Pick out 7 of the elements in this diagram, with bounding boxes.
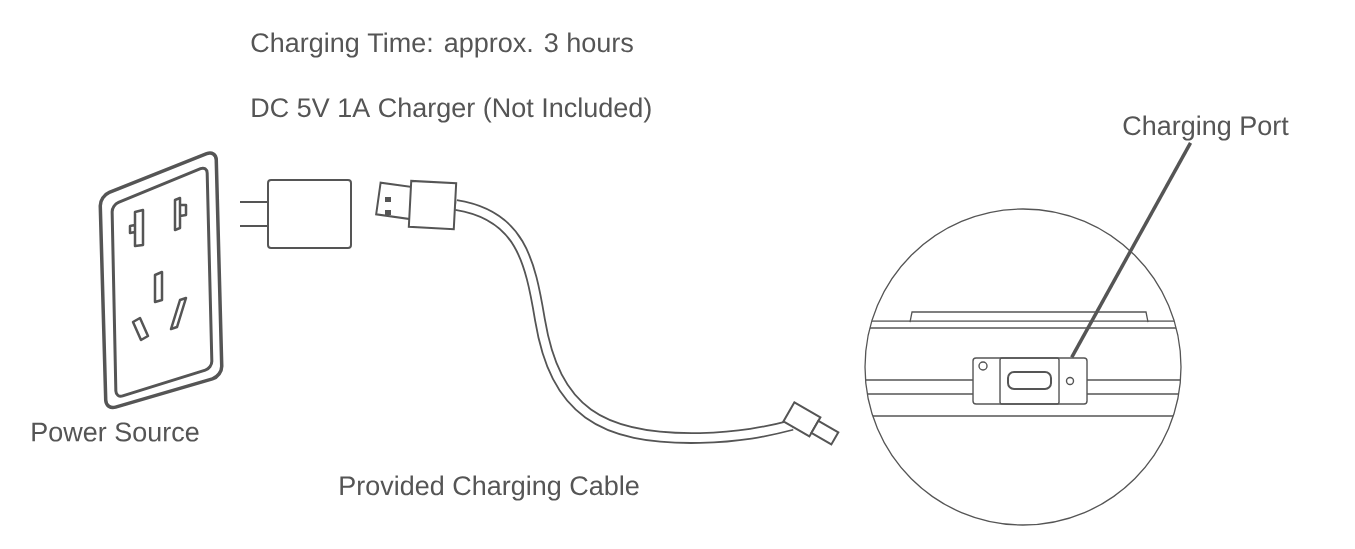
leader-line: [1070, 141, 1193, 359]
charging-port-drawing: [972, 357, 1088, 405]
caption-text: Provided Charging Cable: [340, 475, 639, 501]
caption-text: DC 5V 1A Charger (Not Included): [252, 97, 651, 123]
callout-label: Charging Port: [1123, 115, 1289, 141]
caption-text: Charging Time: approx. 3 hours: [251, 32, 633, 58]
caption-text: Power Source: [32, 422, 199, 442]
